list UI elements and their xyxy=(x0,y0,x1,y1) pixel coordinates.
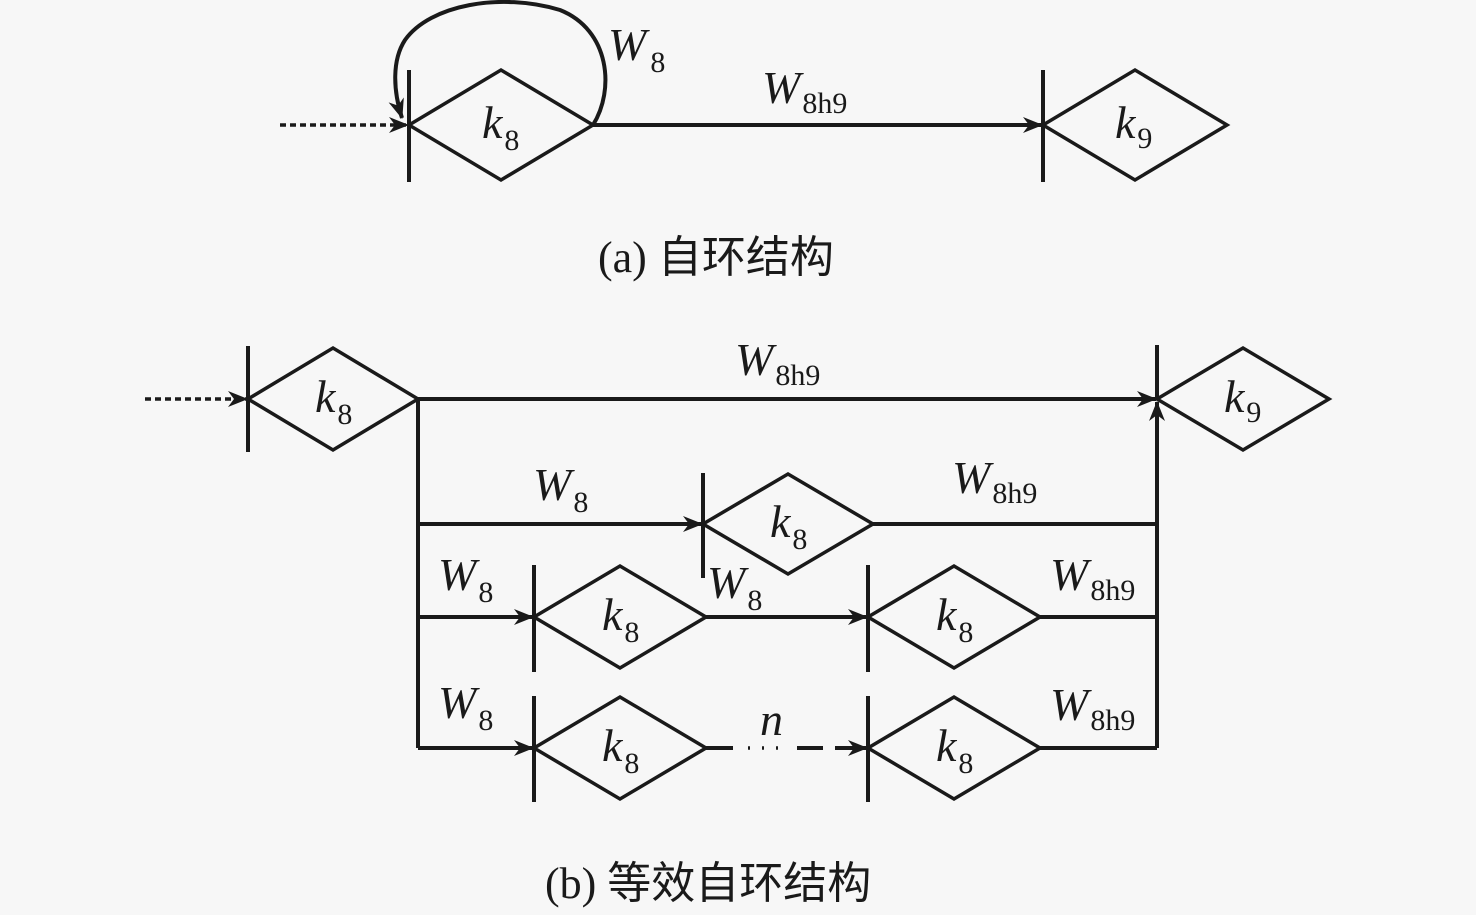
node-label: k8 xyxy=(602,589,639,649)
node-label: k9 xyxy=(1224,371,1261,429)
edge-label: W8 xyxy=(438,549,493,609)
self-loop-edge xyxy=(388,0,608,127)
edge-label: W8h9 xyxy=(1050,549,1135,607)
edge-label: W8h9 xyxy=(952,452,1037,510)
edge-label-w8h9: W8h9 xyxy=(762,62,847,120)
caption-a: (a) 自环结构 xyxy=(598,233,834,282)
edge-label: W8 xyxy=(707,557,762,617)
node-label: k9 xyxy=(1115,97,1152,155)
node-label: k8 xyxy=(482,97,519,157)
panel-b: k8 W8h9 k9 W8 k8 W8h9 W8 k8 W8 k8 W8h9 xyxy=(145,334,1333,908)
node-label: k8 xyxy=(936,720,973,780)
caption-b: (b) 等效自环结构 xyxy=(545,859,871,908)
node-k9-b xyxy=(1153,345,1333,453)
node-label: k8 xyxy=(770,496,807,556)
edge-label-n: n xyxy=(760,694,783,745)
edge-label: W8h9 xyxy=(1050,679,1135,737)
edge-label: W8 xyxy=(438,677,493,737)
edge-label: W8 xyxy=(533,459,588,519)
node-label: k8 xyxy=(315,371,352,431)
node-label: k8 xyxy=(936,589,973,649)
node-k9-a xyxy=(1039,67,1231,183)
edge-label: W8h9 xyxy=(735,334,820,392)
node-label: k8 xyxy=(602,720,639,780)
